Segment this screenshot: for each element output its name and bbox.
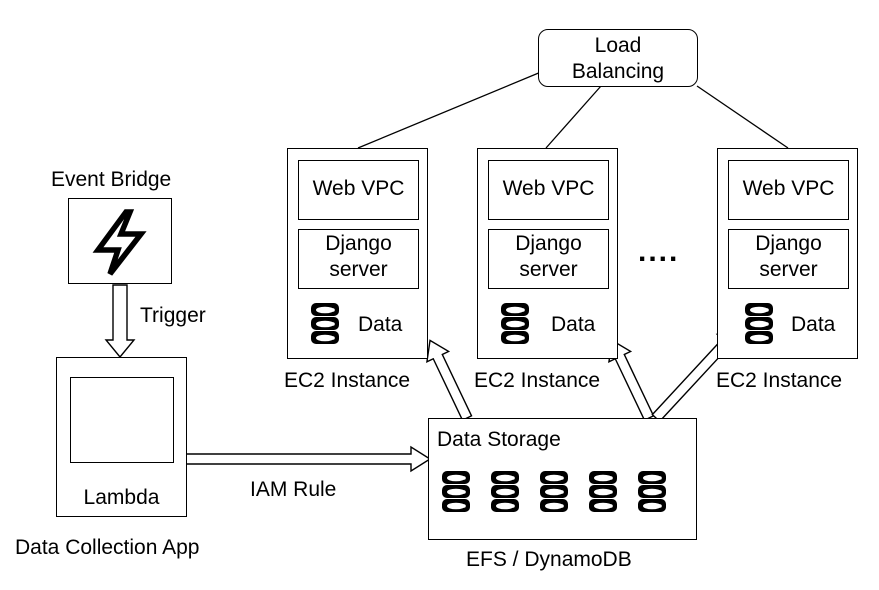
django-server-box: Django server [728,229,849,289]
web-vpc-box: Web VPC [488,160,609,220]
database-icon [442,471,470,512]
django-label-line-1: Django [755,232,822,255]
web-vpc-box: Web VPC [298,160,419,220]
data-label: Data [358,313,403,336]
database-icon [638,471,666,512]
database-icon [589,471,617,512]
lb-link-2 [545,85,602,149]
lambda-box: Lambda [56,357,187,517]
ec2-caption-3: EC2 Instance [716,369,843,392]
lambda-label: Lambda [83,486,160,509]
event-bridge-box [68,198,172,284]
web-vpc-box: Web VPC [728,160,849,220]
storage-to-ec2-arrow-2 [608,339,655,422]
database-icon [745,303,773,344]
django-label-line-2: server [329,258,388,282]
database-icon [501,303,529,344]
web-vpc-label: Web VPC [742,177,835,200]
iam-arrow [185,445,432,473]
more-instances-ellipsis: .... [638,235,680,268]
trigger-arrow [104,284,136,359]
ec2-instance-1: Web VPC Django server Data [287,148,428,359]
iam-rule-label: IAM Rule [250,478,337,501]
event-bridge-label: Event Bridge [51,168,172,191]
storage-to-ec2-arrow-1 [426,339,473,422]
data-storage-caption: EFS / DynamoDB [466,548,632,571]
storage-database-row [441,469,691,519]
django-label-line-2: server [759,258,818,282]
lambda-inner-frame [70,377,174,463]
load-balancer-label: Load Balancing [539,33,697,86]
web-vpc-label: Web VPC [312,177,405,200]
load-balancer-line-2: Balancing [571,60,665,84]
trigger-label: Trigger [140,304,206,327]
database-icon [540,471,568,512]
ec2-instance-2: Web VPC Django server Data [477,148,618,359]
ec2-caption-1: EC2 Instance [284,369,411,392]
data-label: Data [551,313,596,336]
data-label: Data [791,313,836,336]
lightning-bolt-icon [92,209,147,276]
database-icon [491,471,519,512]
django-label-line-2: server [519,258,578,282]
ec2-caption-2: EC2 Instance [474,369,601,392]
django-server-box: Django server [488,229,609,289]
load-balancer-box: Load Balancing [538,29,698,87]
django-server-label: Django server [729,231,848,284]
django-server-box: Django server [298,229,419,289]
lambda-caption: Data Collection App [15,536,200,559]
data-storage-box: Data Storage [428,418,697,540]
web-vpc-label: Web VPC [502,177,595,200]
database-icon [311,303,339,344]
lb-link-1 [357,71,542,149]
load-balancer-line-1: Load [594,34,642,57]
lb-link-3 [696,85,789,149]
data-storage-title: Data Storage [437,428,561,451]
django-server-label: Django server [299,231,418,284]
django-server-label: Django server [489,231,608,284]
django-label-line-1: Django [325,232,392,255]
django-label-line-1: Django [515,232,582,255]
ec2-instance-3: Web VPC Django server Data [717,148,858,359]
